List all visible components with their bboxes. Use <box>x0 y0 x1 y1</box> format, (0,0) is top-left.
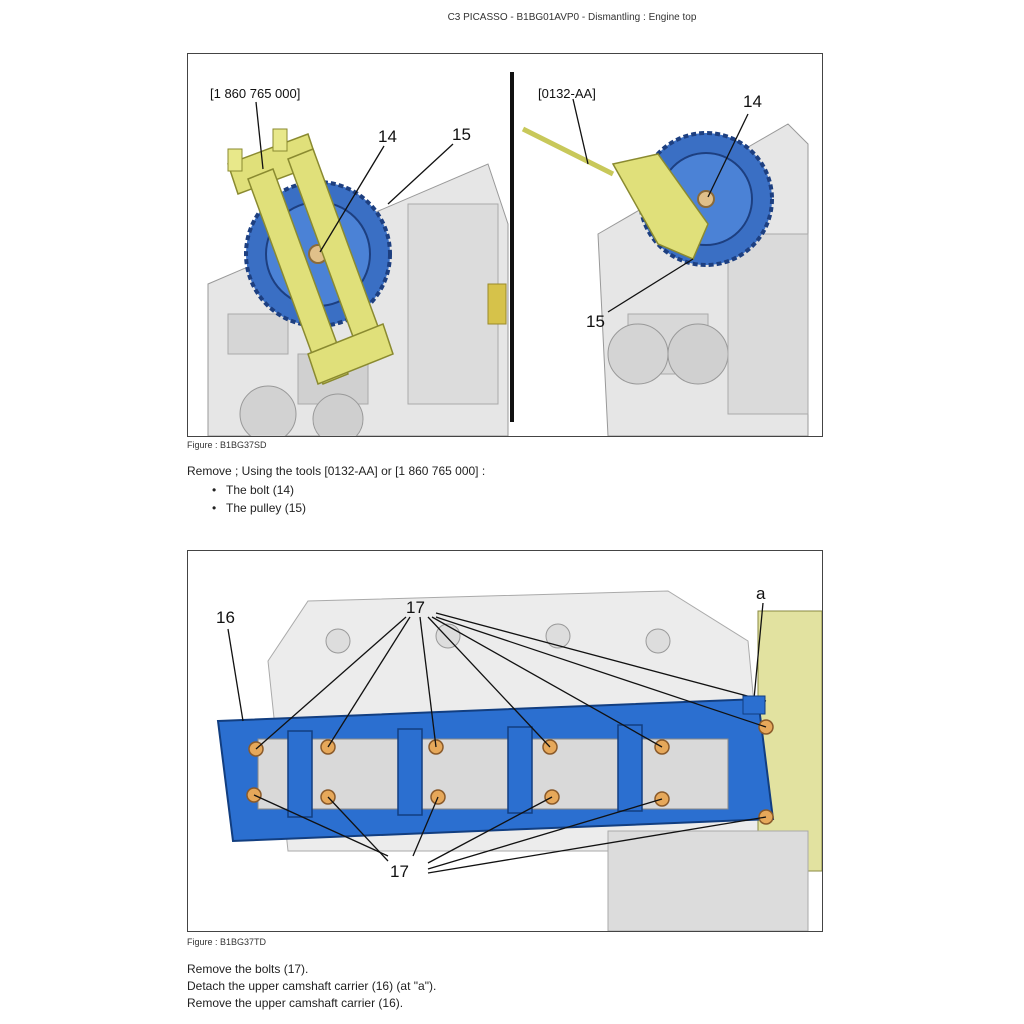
label-a: a <box>756 584 766 603</box>
left-locking-tool <box>227 128 394 385</box>
label-14-right: 14 <box>743 92 762 111</box>
left-leader-lines <box>255 101 454 253</box>
step1-bullets: The bolt (14) The pulley (15) <box>212 481 306 517</box>
step1-instruction: Remove ; Using the tools [0132-AA] or [1… <box>187 464 486 478</box>
step2-line-1: Remove the bolts (17). <box>187 962 309 976</box>
label-17-bottom: 17 <box>390 862 409 881</box>
right-locking-tool <box>521 126 709 260</box>
leader-lines-17-top <box>255 612 767 750</box>
left-tool-label: [1 860 765 000] <box>210 86 300 101</box>
step2-line-2: Detach the upper camshaft carrier (16) (… <box>187 979 437 993</box>
right-tool-label: [0132-AA] <box>538 86 596 101</box>
camshaft-carrier <box>216 697 775 843</box>
mounting-point-a <box>742 695 766 715</box>
figure1-caption: Figure : B1BG37SD <box>187 440 267 450</box>
page-header: C3 PICASSO - B1BG01AVP0 - Dismantling : … <box>447 12 697 23</box>
label-15-left: 15 <box>452 125 471 144</box>
figure-camshaft-carrier: 16 17 17 a <box>187 550 823 932</box>
figure2-caption: Figure : B1BG37TD <box>187 937 267 947</box>
leader-lines-16-a <box>227 602 764 722</box>
step2-instructions: Remove the bolts (17). Detach the upper … <box>187 961 436 1012</box>
step2-line-3: Remove the upper camshaft carrier (16). <box>187 996 404 1010</box>
label-15-right: 15 <box>586 312 605 331</box>
label-14-left: 14 <box>378 127 397 146</box>
label-17-top: 17 <box>406 598 425 617</box>
right-leader-lines <box>572 98 749 313</box>
figure-divider <box>510 72 514 422</box>
leader-lines-17-bottom <box>253 794 767 874</box>
bullet-pulley: The pulley (15) <box>212 499 306 517</box>
figure-pulley-removal: [1 860 765 000] 14 15 [01 <box>187 53 823 437</box>
left-engine-block <box>207 163 509 436</box>
bullet-bolt: The bolt (14) <box>212 481 306 499</box>
pulley-illustration: [1 860 765 000] 14 15 [01 <box>207 72 809 436</box>
label-16: 16 <box>216 608 235 627</box>
camshaft-illustration: 16 17 17 a <box>216 584 822 931</box>
